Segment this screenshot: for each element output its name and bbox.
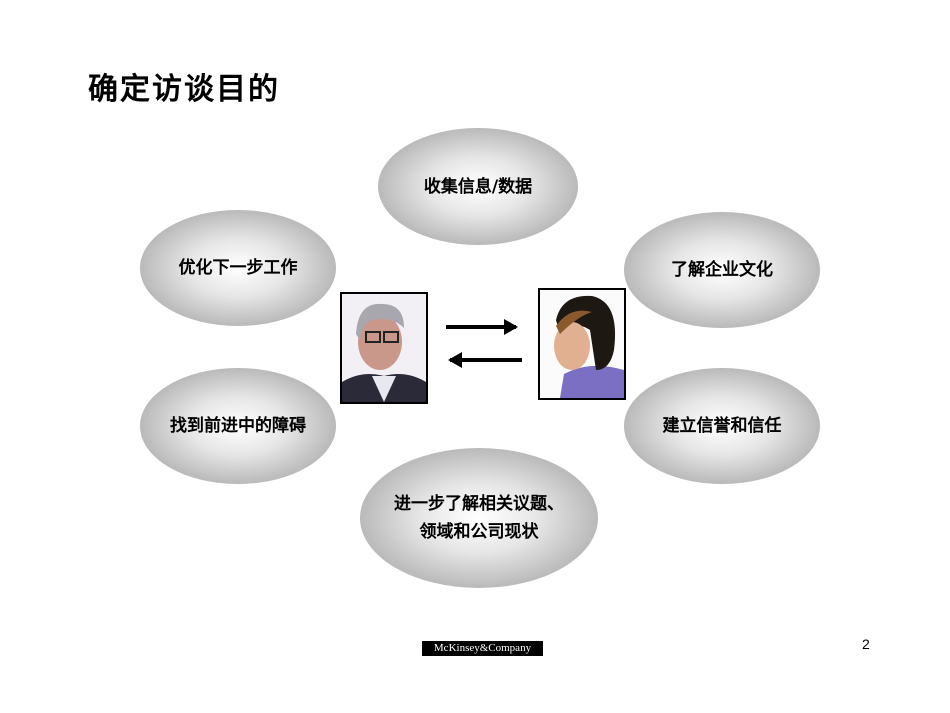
arrow-left-icon: [448, 352, 522, 368]
purpose-label: 优化下一步工作: [178, 258, 298, 278]
slide-title: 确定访谈目的: [88, 72, 280, 107]
purpose-label: 了解企业文化: [671, 260, 773, 280]
page-number: 2: [862, 636, 870, 652]
mckinsey-logo: McKinsey&Company: [422, 641, 543, 656]
purpose-label-line1: 进一步了解相关议题、: [394, 494, 564, 514]
purpose-label-line2: 领域和公司现状: [419, 522, 539, 542]
purpose-build-trust: 建立信誉和信任: [624, 368, 820, 484]
interviewee-photo: [538, 288, 626, 400]
purpose-understand-issues: 进一步了解相关议题、 领域和公司现状: [360, 448, 598, 588]
purpose-optimize-next-steps: 优化下一步工作: [140, 210, 336, 326]
purpose-understand-culture: 了解企业文化: [624, 212, 820, 328]
purpose-collect-data: 收集信息/数据: [378, 128, 578, 245]
purpose-label: 建立信誉和信任: [662, 416, 782, 436]
purpose-label: 找到前进中的障碍: [170, 416, 306, 436]
purpose-label: 收集信息/数据: [423, 176, 533, 197]
purpose-find-obstacles: 找到前进中的障碍: [140, 368, 336, 484]
interviewer-photo: [340, 292, 428, 404]
arrow-right-icon: [446, 319, 518, 335]
